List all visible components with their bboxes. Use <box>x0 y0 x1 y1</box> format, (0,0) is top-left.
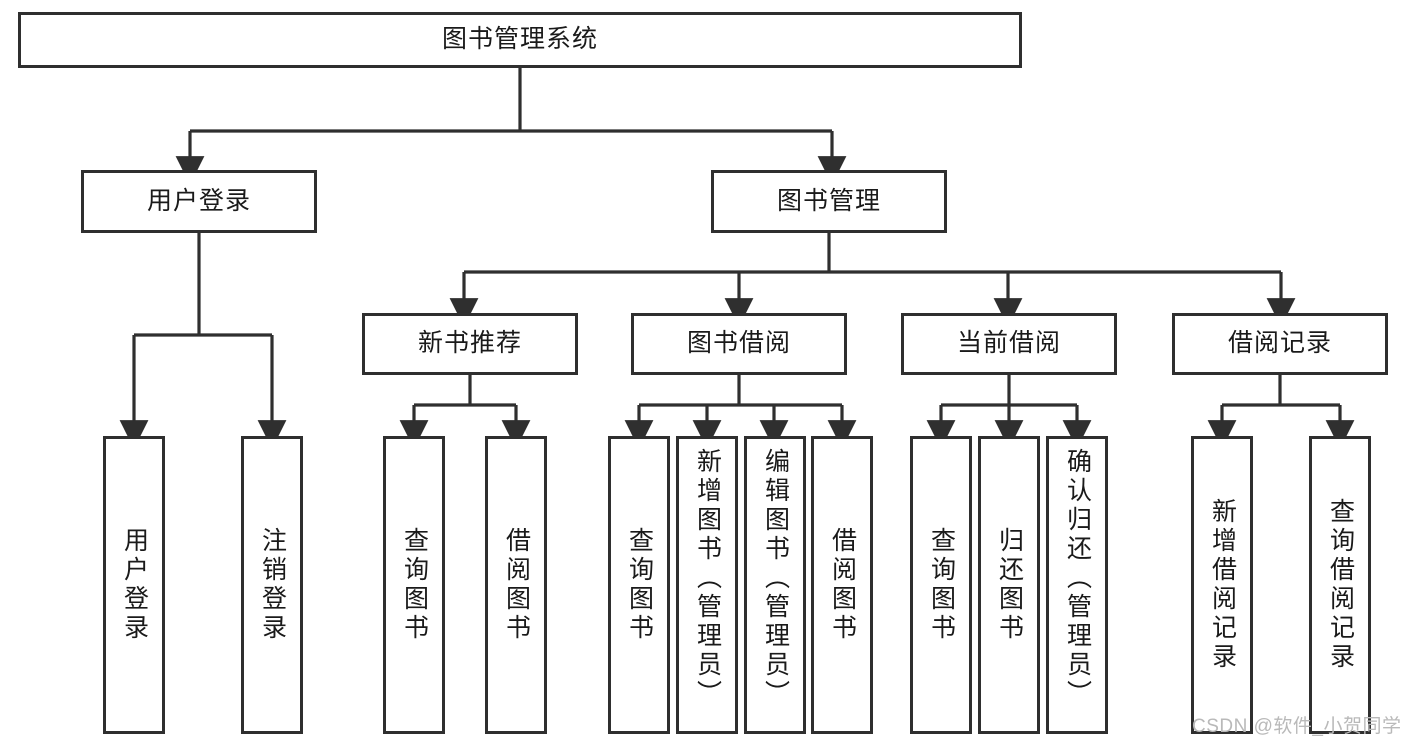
leaf-user-login-signout[interactable]: 注销登录 <box>241 436 303 734</box>
node-label: 借阅记录 <box>1227 329 1332 358</box>
node-label: 查询借阅记录 <box>1326 498 1355 672</box>
node-label: 当前借阅 <box>956 329 1061 358</box>
node-label: 查询图书 <box>625 527 654 643</box>
node-root-system[interactable]: 图书管理系统 <box>18 12 1022 68</box>
leaf-current-query-book[interactable]: 查询图书 <box>910 436 972 734</box>
node-label: 用户登录 <box>146 186 251 215</box>
leaf-recommend-borrow-book[interactable]: 借阅图书 <box>485 436 547 734</box>
node-label: 确认归还（管理员） <box>1063 448 1092 709</box>
node-user-login[interactable]: 用户登录 <box>81 170 317 233</box>
leaf-borrow-edit-book-admin[interactable]: 编辑图书（管理员） <box>744 436 806 734</box>
node-label: 新增图书（管理员） <box>693 448 722 709</box>
node-label: 图书管理系统 <box>441 25 598 54</box>
node-label: 新书推荐 <box>417 329 522 358</box>
leaf-borrow-add-book-admin[interactable]: 新增图书（管理员） <box>676 436 738 734</box>
node-new-book-recommend[interactable]: 新书推荐 <box>362 313 578 375</box>
node-label: 图书借阅 <box>686 329 791 358</box>
node-label: 注销登录 <box>258 527 287 643</box>
node-label: 用户登录 <box>120 527 149 643</box>
leaf-record-add-record[interactable]: 新增借阅记录 <box>1191 436 1253 734</box>
node-label: 编辑图书（管理员） <box>761 448 790 709</box>
node-label: 图书管理 <box>776 186 881 215</box>
node-current-borrow[interactable]: 当前借阅 <box>901 313 1117 375</box>
leaf-borrow-borrow-book[interactable]: 借阅图书 <box>811 436 873 734</box>
node-label: 借阅图书 <box>502 527 531 643</box>
leaf-record-query-record[interactable]: 查询借阅记录 <box>1309 436 1371 734</box>
leaf-borrow-query-book[interactable]: 查询图书 <box>608 436 670 734</box>
watermark-text: CSDN @软件_小贺同学 <box>1192 716 1402 737</box>
node-borrow-record[interactable]: 借阅记录 <box>1172 313 1388 375</box>
leaf-user-login-signin[interactable]: 用户登录 <box>103 436 165 734</box>
node-label: 新增借阅记录 <box>1208 498 1237 672</box>
node-label: 查询图书 <box>927 527 956 643</box>
node-label: 查询图书 <box>400 527 429 643</box>
leaf-current-return-book[interactable]: 归还图书 <box>978 436 1040 734</box>
node-book-management[interactable]: 图书管理 <box>711 170 947 233</box>
node-label: 归还图书 <box>995 527 1024 643</box>
leaf-recommend-query-book[interactable]: 查询图书 <box>383 436 445 734</box>
leaf-current-confirm-return-admin[interactable]: 确认归还（管理员） <box>1046 436 1108 734</box>
node-book-borrow[interactable]: 图书借阅 <box>631 313 847 375</box>
node-label: 借阅图书 <box>828 527 857 643</box>
